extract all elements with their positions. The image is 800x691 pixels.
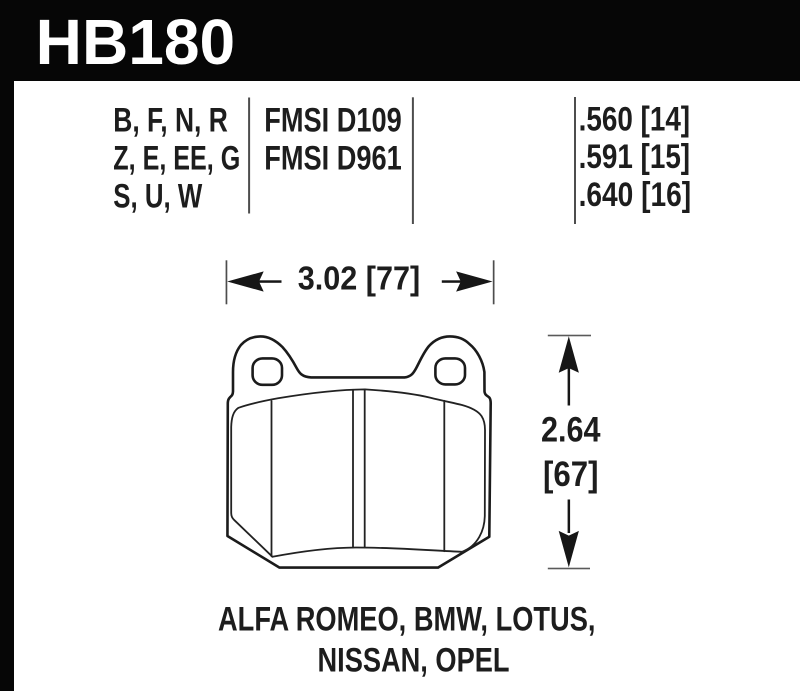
svg-text:2.64: 2.64 (541, 411, 601, 450)
svg-text:B, F, N, R: B, F, N, R (113, 101, 228, 139)
svg-text:.591 [15]: .591 [15] (579, 138, 691, 176)
svg-text:S, U, W: S, U, W (113, 177, 202, 215)
svg-text:HB180: HB180 (36, 6, 236, 78)
svg-text:ALFA ROMEO, BMW, LOTUS,: ALFA ROMEO, BMW, LOTUS, (218, 601, 596, 639)
svg-text:FMSI D109: FMSI D109 (264, 101, 402, 139)
svg-text:.640 [16]: .640 [16] (579, 176, 692, 214)
svg-text:NISSAN, OPEL: NISSAN, OPEL (318, 642, 510, 680)
svg-text:3.02 [77]: 3.02 [77] (298, 259, 421, 296)
svg-text:Z, E, EE, G: Z, E, EE, G (113, 139, 240, 177)
svg-text:FMSI D961: FMSI D961 (264, 139, 402, 177)
svg-text:[67]: [67] (543, 455, 599, 494)
svg-text:.560 [14]: .560 [14] (579, 101, 691, 139)
